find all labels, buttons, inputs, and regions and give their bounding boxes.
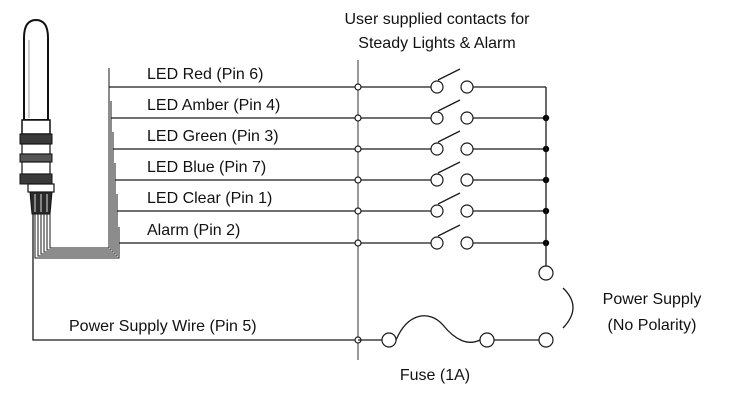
power-supply-label-line1: Power Supply [603, 291, 702, 308]
fuse-icon [395, 315, 481, 343]
wire-harness [32, 68, 358, 341]
contact-switch-amber [354, 99, 550, 125]
fuse-label: Fuse (1A) [400, 367, 470, 384]
wire-label-amber: LED Amber (Pin 4) [147, 97, 280, 114]
contact-switch-red [354, 68, 546, 94]
wire-label-clear: LED Clear (Pin 1) [147, 190, 272, 207]
power-wire-label: Power Supply Wire (Pin 5) [69, 318, 257, 335]
contact-switch-blue [354, 161, 550, 187]
contact-switch-green [354, 130, 550, 156]
power-supply-terminals [538, 265, 574, 348]
contact-switch-alarm [354, 224, 550, 250]
fuse-line [354, 315, 539, 348]
header-note-line2: Steady Lights & Alarm [358, 35, 515, 52]
signal-wires [108, 68, 358, 244]
tower-light-icon [19, 18, 55, 215]
power-supply-label-line2: (No Polarity) [608, 317, 697, 334]
contact-switch-clear [354, 192, 550, 218]
wire-label-alarm: Alarm (Pin 2) [147, 222, 240, 239]
user-contacts [354, 68, 550, 250]
header-note-line1: User supplied contacts for [345, 11, 531, 28]
wire-label-green: LED Green (Pin 3) [147, 128, 279, 145]
wire-label-red: LED Red (Pin 6) [147, 66, 264, 83]
wire-label-blue: LED Blue (Pin 7) [147, 159, 266, 176]
